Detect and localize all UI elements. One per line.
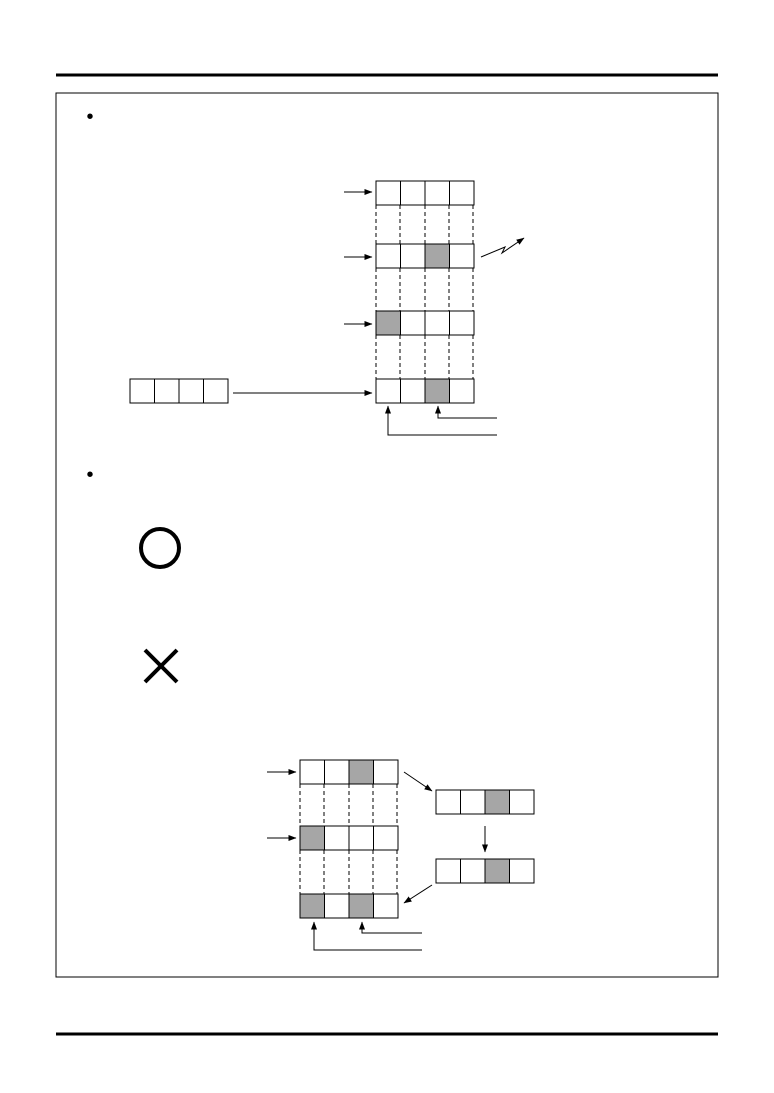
shaded-cell <box>484 858 510 884</box>
memory-cell <box>435 789 461 815</box>
shaded-cell <box>375 310 401 336</box>
memory-cell <box>324 825 350 851</box>
lightning-arrow <box>480 237 525 258</box>
memory-row <box>299 759 399 785</box>
memory-cell <box>324 893 350 919</box>
shaded-cell <box>348 759 374 785</box>
memory-cell <box>449 180 475 206</box>
memory-cell <box>449 378 475 404</box>
memory-cell <box>299 759 325 785</box>
pointer-line <box>311 921 422 951</box>
memory-cell <box>449 310 475 336</box>
section-2-bullet: • <box>86 464 93 486</box>
memory-array-2 <box>267 759 535 951</box>
dashed-connectors <box>375 205 474 379</box>
read-arrow <box>403 771 433 792</box>
memory-cell <box>400 243 426 269</box>
content-frame <box>55 92 719 978</box>
section-1-bullet: • <box>86 106 93 128</box>
memory-cell <box>129 378 155 404</box>
memory-row <box>299 893 399 919</box>
memory-cell <box>375 378 401 404</box>
memory-cell <box>424 310 450 336</box>
memory-cell <box>373 893 399 919</box>
shaded-cell <box>299 825 325 851</box>
memory-cell <box>348 825 374 851</box>
memory-cell <box>400 310 426 336</box>
shaded-cell <box>348 893 374 919</box>
memory-cell <box>373 759 399 785</box>
memory-cell <box>424 180 450 206</box>
memory-cell <box>400 180 426 206</box>
shaded-cell <box>424 378 450 404</box>
memory-cell <box>460 789 486 815</box>
write-back-arrow <box>403 884 433 904</box>
memory-cell <box>203 378 229 404</box>
memory-cell <box>178 378 204 404</box>
memory-cell <box>509 789 535 815</box>
memory-cell <box>373 825 399 851</box>
shaded-cell <box>299 893 325 919</box>
memory-cell <box>400 378 426 404</box>
memory-row <box>375 180 475 206</box>
pointer-line <box>385 405 497 436</box>
memory-cell <box>154 378 180 404</box>
memory-cell <box>375 243 401 269</box>
memory-cell <box>460 858 486 884</box>
memory-cell <box>449 243 475 269</box>
cross-x-icon <box>143 648 179 684</box>
memory-row <box>375 310 475 336</box>
pointer-line <box>359 921 422 934</box>
shaded-cell <box>424 243 450 269</box>
read-register <box>435 789 535 815</box>
memory-row <box>375 378 475 404</box>
input-register <box>129 378 229 404</box>
memory-cell <box>509 858 535 884</box>
circle-o-icon <box>139 527 181 569</box>
dashed-connectors <box>299 784 398 894</box>
memory-array-1 <box>129 180 525 436</box>
pointer-line <box>435 405 497 419</box>
memory-row <box>299 825 399 851</box>
memory-row <box>375 243 475 269</box>
memory-cell <box>375 180 401 206</box>
shaded-cell <box>484 789 510 815</box>
write-register <box>435 858 535 884</box>
memory-cell <box>324 759 350 785</box>
memory-cell <box>435 858 461 884</box>
